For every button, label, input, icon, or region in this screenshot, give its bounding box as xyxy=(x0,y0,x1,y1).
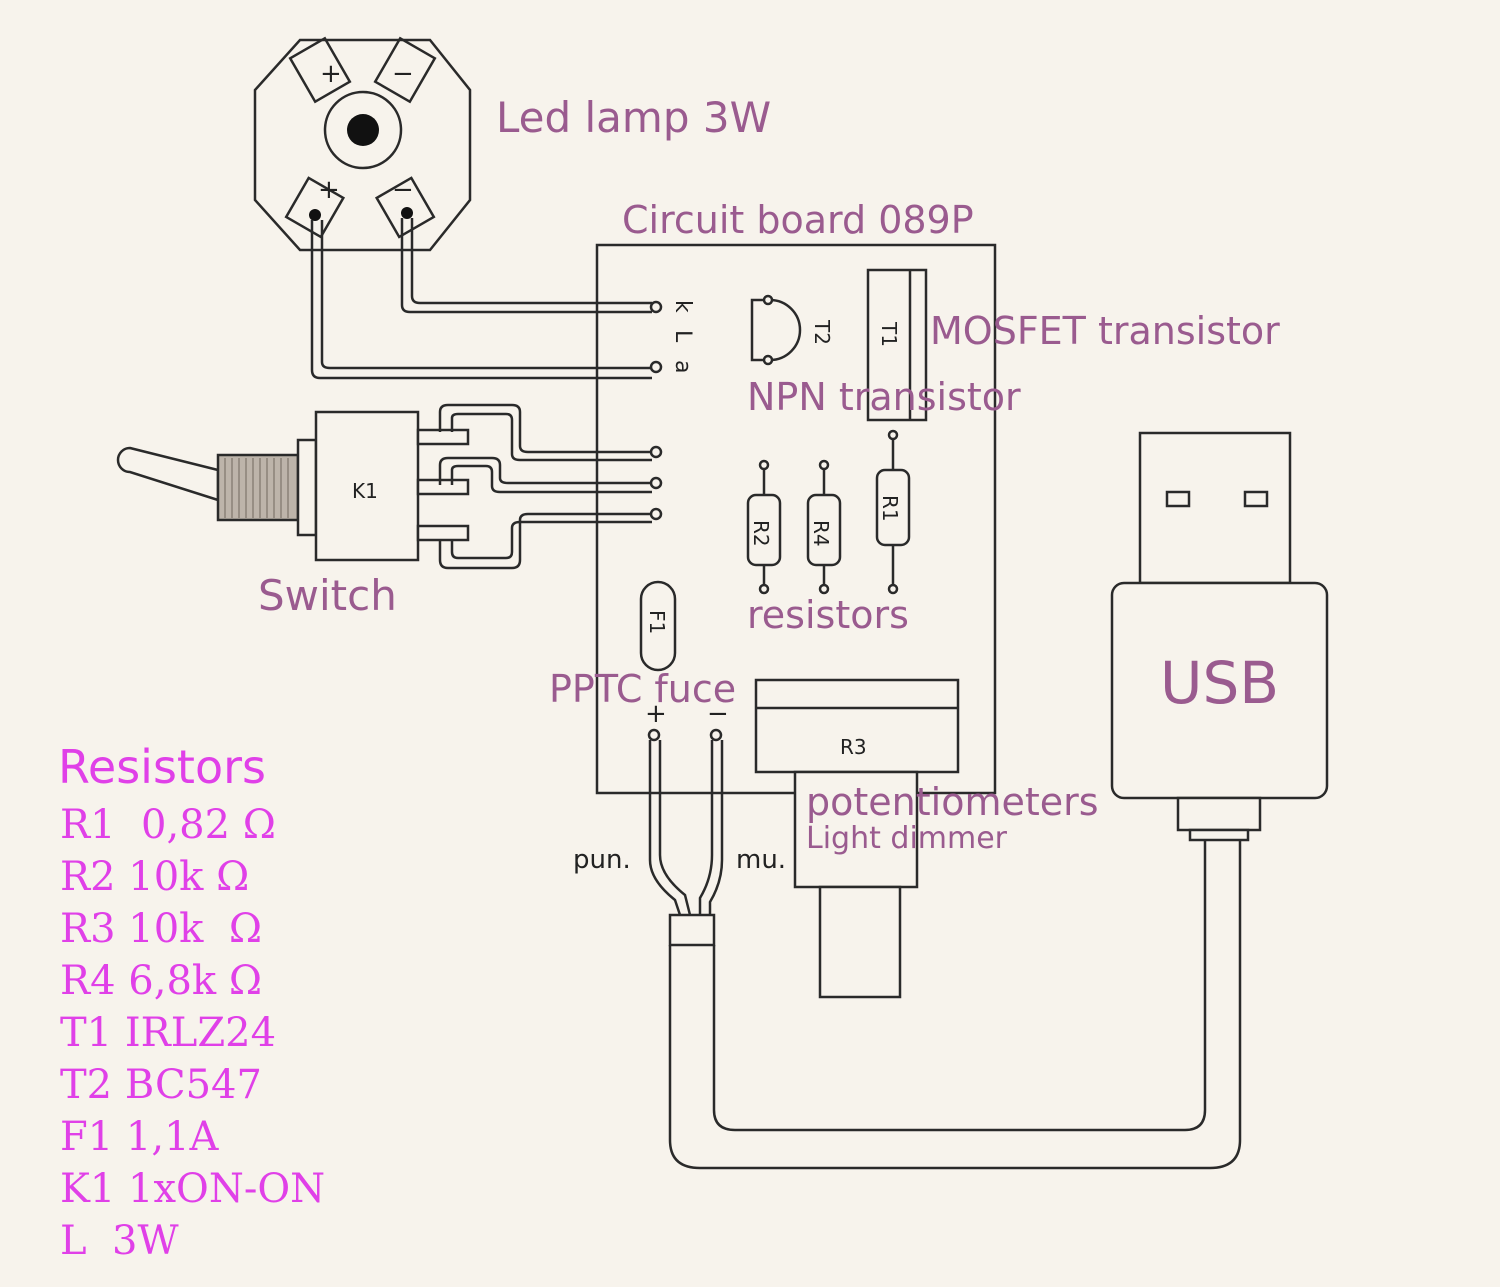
f1-label: F1 xyxy=(645,610,669,634)
minus-pin-label: − xyxy=(707,699,729,729)
pin-a-label: a xyxy=(670,360,695,373)
lamp-minus-pin-label: − xyxy=(392,59,414,89)
led-lamp-label: Led lamp 3W xyxy=(496,93,771,142)
legend-row: R2 10k Ω xyxy=(60,854,249,900)
lamp-plus-pad-label: + xyxy=(318,175,340,205)
legend-title: Resistors xyxy=(58,740,266,794)
resistor-r4: R4 xyxy=(806,459,842,595)
k1-label: K1 xyxy=(352,479,378,503)
usb-label: USB xyxy=(1160,649,1279,717)
wire-pun-label: pun. xyxy=(573,845,631,875)
legend-row: R1 0,82 Ω xyxy=(60,802,276,848)
switch-label: Switch xyxy=(258,571,397,620)
lamp-wires xyxy=(310,218,652,380)
legend-row: K1 1xON-ON xyxy=(60,1166,325,1212)
led-lamp: + − + − xyxy=(253,36,472,252)
wire-mu-label: mu. xyxy=(736,845,786,875)
power-wires: pun. mu. xyxy=(573,740,1242,1170)
fuse-f1: F1 xyxy=(639,580,677,672)
legend-row: T2 BC547 xyxy=(60,1062,262,1108)
legend-row: R3 10k Ω xyxy=(60,906,262,952)
usb-plug xyxy=(1110,431,1329,842)
t2-transistor: T2 xyxy=(750,294,834,366)
legend-row: R4 6,8k Ω xyxy=(60,958,262,1004)
legend-row: L 3W xyxy=(60,1218,179,1264)
circuit-board: k L a T2 T1 R2 xyxy=(595,243,997,999)
t2-label: T2 xyxy=(810,319,834,345)
r4-label: R4 xyxy=(809,520,833,547)
lamp-plus-pin-label: + xyxy=(320,59,342,89)
resistor-r2: R2 xyxy=(746,459,782,595)
pptc-fuse-label: PPTC fuce xyxy=(549,667,736,711)
pin-l-label: L xyxy=(670,330,695,343)
light-dimmer-label: Light dimmer xyxy=(806,821,1008,856)
pin-k-label: k xyxy=(670,300,695,313)
legend-row: T1 IRLZ24 xyxy=(60,1010,276,1056)
switch-wires xyxy=(438,403,652,570)
component-legend: Resistors R1 0,82 Ω R2 10k Ω R3 10k Ω R4… xyxy=(58,740,325,1264)
potentiometer-r3: R3 xyxy=(754,678,960,999)
t1-mosfet: T1 xyxy=(866,268,928,422)
plus-pin-label: + xyxy=(645,699,667,729)
resistor-r1: R1 xyxy=(875,429,911,595)
lamp-minus-pad-label: − xyxy=(392,175,414,205)
resistors-label: resistors xyxy=(747,593,909,637)
potentiometers-label: potentiometers xyxy=(806,780,1099,824)
t1-label: T1 xyxy=(877,321,901,347)
toggle-switch: K1 xyxy=(116,410,470,562)
r3-label: R3 xyxy=(840,735,867,759)
legend-row: F1 1,1A xyxy=(60,1114,220,1160)
mosfet-label: MOSFET transistor xyxy=(930,309,1280,353)
npn-label: NPN transistor xyxy=(747,375,1021,419)
circuit-board-label: Circuit board 089P xyxy=(622,198,974,242)
r2-label: R2 xyxy=(749,520,773,547)
r1-label: R1 xyxy=(878,495,902,522)
